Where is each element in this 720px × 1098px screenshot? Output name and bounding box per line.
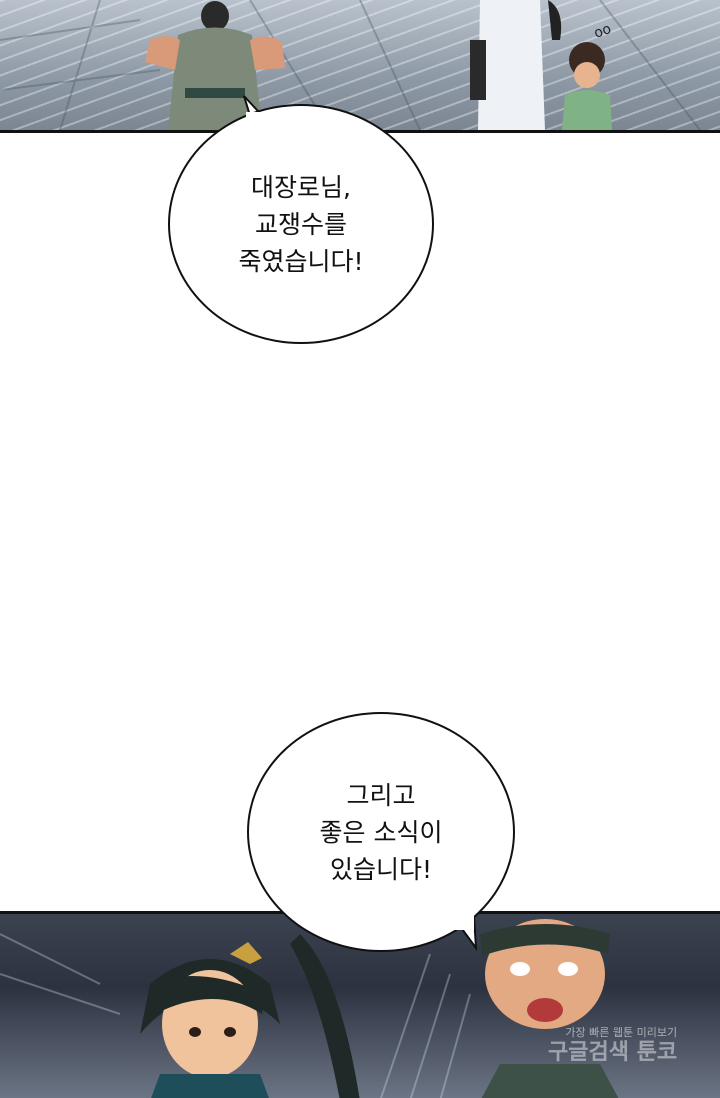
- speech-line: 교쟁수를: [254, 209, 347, 239]
- svg-text:oo: oo: [592, 21, 614, 42]
- speech-bubble: 그리고 좋은 소식이 있습니다!: [247, 712, 515, 952]
- speech-line: 대장로님,: [251, 172, 351, 202]
- watermark: 가장 빠른 웹툰 미리보기 구글검색 툰코: [548, 1026, 677, 1066]
- bottom-comic-panel: [0, 911, 720, 1098]
- watermark-line: 구글검색 툰코: [548, 1040, 678, 1065]
- bottom-panel-artwork: [0, 919, 619, 1098]
- shouting-man-figure: [480, 919, 619, 1098]
- girl-figure: [562, 42, 612, 130]
- young-man-topknot-figure: [140, 934, 360, 1098]
- top-comic-panel: oo: [0, 0, 720, 133]
- top-panel-artwork: oo: [0, 0, 701, 130]
- speech-line: 죽였습니다!: [238, 246, 364, 276]
- speech-line: 좋은 소식이: [319, 817, 443, 847]
- speech-bubble: 대장로님, 교쟁수를 죽였습니다!: [168, 104, 434, 344]
- tail-joint-cover: [452, 914, 474, 930]
- tail-joint-cover: [246, 112, 272, 126]
- watermark-line: 가장 빠른 웹툰 미리보기: [565, 1026, 678, 1039]
- white-robe-figure: [470, 0, 562, 130]
- man-grey-vest-figure: [145, 1, 285, 130]
- speech-line: 그리고: [346, 780, 416, 810]
- speech-line: 있습니다!: [329, 854, 433, 884]
